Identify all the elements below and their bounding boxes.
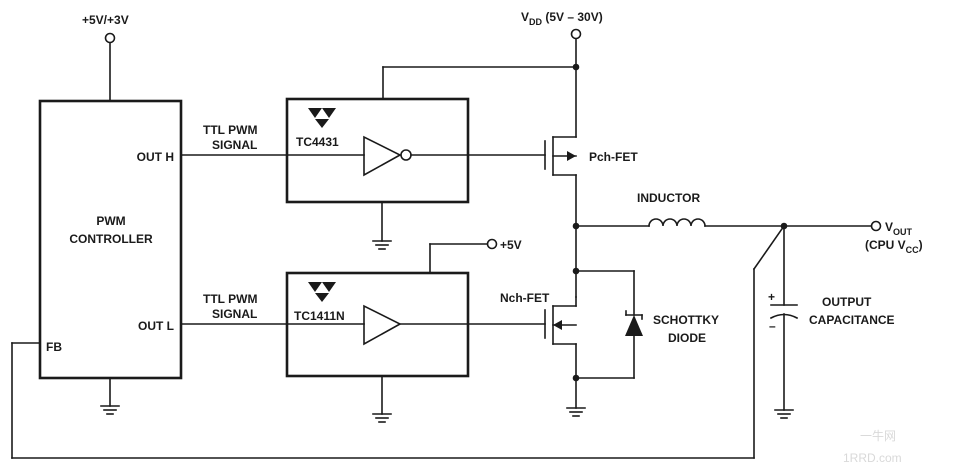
plus5v-label: +5V	[500, 238, 522, 252]
vdd-label: VDD (5V – 30V)	[521, 10, 603, 27]
inverter-buffer-icon	[363, 135, 402, 177]
vdd-terminal	[570, 28, 582, 40]
diode-triangle-icon	[625, 315, 643, 336]
capacitor-label-line1: OUTPUT	[822, 295, 872, 309]
top-signal-label-line2: SIGNAL	[212, 138, 257, 152]
microchip-logo-icon	[308, 108, 336, 128]
vdd-supply: VDD (5V – 30V)	[521, 10, 603, 138]
cpu-vcc-label: (CPU VCC)	[865, 238, 923, 255]
capacitor-plus-sign: +	[768, 290, 775, 304]
capacitor-ground-symbol	[774, 409, 794, 419]
bottom-driver: TTL PWM SIGNAL TC1411N +5V	[180, 238, 546, 423]
nfet-arrow-icon	[553, 320, 562, 330]
feedback-path	[11, 224, 786, 459]
inductor-coil-icon	[648, 218, 706, 227]
out-l-pin-label: OUT L	[138, 319, 174, 333]
p-channel-fet: Pch-FET	[544, 136, 638, 298]
controller-name-line2: CONTROLLER	[69, 232, 153, 246]
microchip-logo-icon	[308, 282, 336, 302]
pfet-arrow-icon	[567, 151, 576, 161]
inverter-bubble-icon	[400, 149, 412, 161]
bottom-driver-ground-symbol	[372, 413, 392, 423]
diode-label-line2: DIODE	[668, 331, 706, 345]
logic-supply-label: +5V/+3V	[82, 13, 129, 27]
capacitor-label-line2: CAPACITANCE	[809, 313, 895, 327]
watermark-line2: 1RRD.com	[843, 451, 902, 465]
fb-pin-label: FB	[46, 340, 62, 354]
nfet-label: Nch-FET	[500, 291, 550, 305]
vout-terminal	[870, 220, 882, 232]
pfet-label: Pch-FET	[589, 150, 638, 164]
top-driver-part-label: TC4431	[296, 135, 339, 149]
schottky-diode: SCHOTTKY DIODE	[575, 270, 719, 379]
top-signal-label-line1: TTL PWM	[203, 123, 257, 137]
nfet-ground-symbol	[566, 407, 586, 417]
vout-label: VOUT	[885, 220, 913, 237]
inductor-label: INDUCTOR	[637, 191, 700, 205]
top-driver: TTL PWM SIGNAL TC4431	[180, 66, 577, 250]
buffer-icon	[363, 304, 402, 346]
bottom-signal-label-line2: SIGNAL	[212, 307, 257, 321]
output-capacitor: + – OUTPUT CAPACITANCE	[768, 225, 895, 419]
logic-supply-terminal	[104, 32, 116, 44]
controller-name-line1: PWM	[96, 214, 125, 228]
out-h-pin-label: OUT H	[137, 150, 174, 164]
n-channel-fet: Nch-FET	[500, 267, 586, 417]
bottom-driver-part-label: TC1411N	[294, 309, 345, 323]
controller-ground-symbol	[100, 405, 120, 415]
top-driver-box	[285, 97, 470, 204]
inductor-path: INDUCTOR VOUT (CPU VCC)	[572, 191, 923, 255]
pwm-controller: PWM CONTROLLER OUT H OUT L FB	[38, 99, 183, 415]
diode-label-line1: SCHOTTKY	[653, 313, 719, 327]
top-driver-ground-symbol	[372, 240, 392, 250]
watermark: 一牛网 1RRD.com	[843, 428, 902, 465]
logic-supply: +5V/+3V	[82, 13, 129, 102]
capacitor-minus-sign: –	[769, 319, 776, 333]
plus5v-terminal	[486, 238, 498, 250]
watermark-line1: 一牛网	[860, 428, 896, 443]
bottom-signal-label-line1: TTL PWM	[203, 292, 257, 306]
